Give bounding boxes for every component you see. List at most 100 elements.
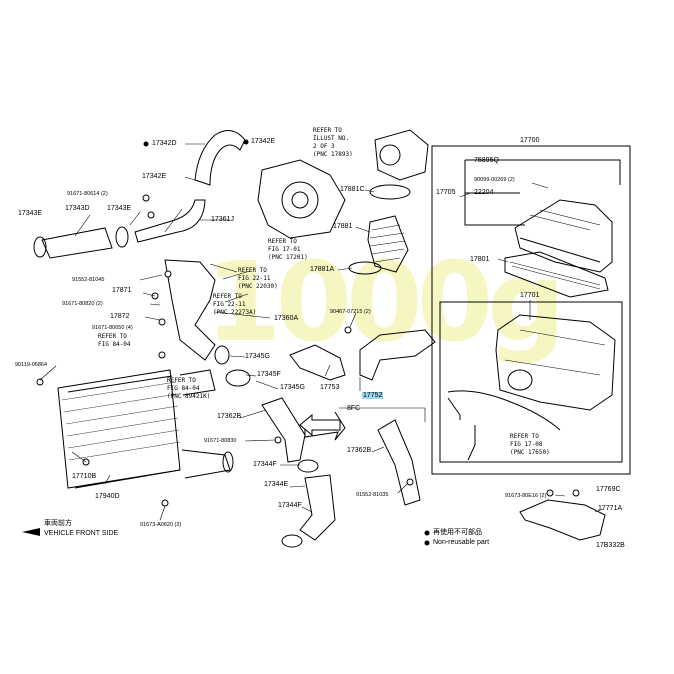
part-label-17342e-top: 17342E: [251, 138, 276, 145]
part-label-17701: 17701: [520, 292, 540, 299]
ref-note-84-04-line: REFER TO: [98, 333, 127, 340]
ref-note-17201-line: (PNC 17201): [268, 254, 308, 261]
part-label-91552-81045: 91552-81045: [72, 277, 105, 283]
case-frame: [439, 301, 623, 463]
intake-duct-17752: [359, 329, 436, 381]
legend-non-reusable-jp: 再使用不可部品: [433, 529, 482, 536]
ref-note-17650-line: REFER TO: [510, 433, 539, 440]
ref-note-17893-line: (PNC 17893): [313, 151, 353, 158]
hose-17344e: [299, 474, 336, 541]
ref-note-17650: REFER TO FIG 17-08 (PNC 17650): [510, 433, 550, 457]
ref-note-89421k-line: (PNC 89421K): [167, 393, 211, 400]
part-label-17752-highlight: 17752: [362, 392, 384, 399]
part-label-90119-06864: 90119-06864: [15, 362, 48, 368]
intercooler: [57, 369, 234, 489]
pipe-17360a: [164, 259, 216, 361]
part-label-17360a: 17360A: [274, 315, 299, 322]
part-label-17700: 17700: [520, 137, 540, 144]
part-label-17881c: 17881C: [340, 186, 365, 193]
part-label-75895q: 75895Q: [474, 157, 499, 164]
part-label-17344e: 17344E: [264, 481, 289, 488]
part-label-17940d: 17940D: [95, 493, 120, 500]
hose-17343d: [41, 227, 113, 259]
part-label-17362b-left: 17362B: [217, 413, 242, 420]
ref-note-17201-line: REFER TO: [268, 238, 297, 245]
ref-note-22273a-line: (PNC 22273A): [213, 309, 257, 316]
part-label-22204: 22204: [474, 189, 494, 196]
ref-note-17650-line: (PNC 17650): [510, 449, 550, 456]
part-label-17881: 17881: [333, 223, 353, 230]
ref-note-89421k: REFER TO FIG 84-04 (PNC 89421K): [167, 377, 210, 401]
hose-17342d: [194, 130, 246, 186]
throttle-body: [374, 129, 429, 181]
part-label-17710b: 17710B: [72, 473, 97, 480]
air-cleaner-case: [495, 314, 616, 411]
part-label-17705: 17705: [436, 189, 456, 196]
part-label-17871: 17871: [112, 287, 132, 294]
hose-17362b-right: [377, 419, 421, 506]
part-label-17343e-mid: 17343E: [107, 205, 132, 212]
turbocharger: [257, 159, 346, 239]
air-filter-element: [504, 251, 609, 298]
part-label-17344f-bottom: 17344F: [278, 502, 302, 509]
part-label-17342d: 17342D: [152, 140, 177, 147]
part-label-91671-80650: 91671-80650 (4): [92, 325, 133, 331]
part-label-17771a: 17771A: [598, 505, 623, 512]
pipe-17361j: [134, 199, 206, 243]
part-label-17343d: 17343D: [65, 205, 90, 212]
air-cleaner-cap: [514, 199, 613, 273]
part-label-17361j: 17361J: [211, 216, 234, 223]
part-label-17342e-mid: 17342E: [142, 173, 167, 180]
diagram-id: 17B332B: [596, 542, 625, 549]
ref-note-84-04: REFER TO FIG 84-04: [98, 333, 131, 349]
part-label-17881a: 17881A: [310, 266, 335, 273]
ref-note-22030-line: (PNC 22030): [238, 283, 278, 290]
ref-note-22030-line: REFER TO: [238, 267, 267, 274]
part-label-91673-80e16: 91673-80E16 (2): [505, 493, 547, 499]
part-label-17345f: 17345F: [257, 371, 281, 378]
ref-note-89421k-line: FIG 84-04: [167, 385, 200, 392]
ref-note-17201-line: FIG 17-01: [268, 246, 301, 253]
ref-note-89421k-line: REFER TO: [167, 377, 196, 384]
part-label-17872: 17872: [110, 313, 130, 320]
part-label-91671-80830: 91671-80830: [204, 438, 237, 444]
ref-note-17201: REFER TO FIG 17-01 (PNC 17201): [268, 238, 308, 262]
part-label-90467-07215: 90467-07215 (2): [330, 309, 371, 315]
ref-note-22273a-line: FIG 22-11: [213, 301, 246, 308]
part-label-91552-81035: 91552-81035: [356, 492, 389, 498]
part-label-17752: 17752: [362, 392, 384, 400]
legend-symbols: [22, 139, 430, 546]
ref-note-17893-line: 2 OF 3: [313, 143, 335, 150]
pipe-17362b: [261, 397, 306, 463]
part-label-17345g-bottom: 17345G: [280, 384, 305, 391]
ref-note-22273a-line: REFER TO: [213, 293, 242, 300]
part-label-91671-80614: 91671-80614 (2): [67, 191, 108, 197]
part-label-17343e-left: 17343E: [18, 210, 43, 217]
part-label-17344f-top: 17344F: [253, 461, 277, 468]
legend-front-en: VEHICLE FRONT SIDE: [44, 530, 119, 537]
part-label-17801: 17801: [470, 256, 490, 263]
ref-note-22273a: REFER TO FIG 22-11 (PNC 22273A): [213, 293, 256, 317]
ref-note-17893: REFER TO ILLUST NO. 2 OF 3 (PNC 17893): [313, 127, 353, 159]
part-label-17769c: 17769C: [596, 486, 621, 493]
legend-front-jp: 車両前方: [44, 520, 72, 527]
part-label-90099-00269: 90099-00269 (2): [474, 177, 515, 183]
part-label-17362b-right: 17362B: [347, 447, 372, 454]
part-label-91673-a0620: 91673-A0620 (2): [140, 522, 182, 528]
part-label-17345g-top: 17345G: [245, 353, 270, 360]
ref-note-22030-line: FIG 22-11: [238, 275, 271, 282]
part-label-17753: 17753: [320, 384, 340, 391]
direction-arrow: [299, 413, 341, 437]
ref-note-17893-line: ILLUST NO.: [313, 135, 350, 142]
legend-non-reusable-en: Non-reusable part: [433, 539, 490, 546]
air-hose-17881: [367, 215, 409, 273]
ref-note-17650-line: FIG 17-08: [510, 441, 543, 448]
ref-note-22030: REFER TO FIG 22-11 (PNC 22030): [238, 267, 278, 291]
ref-note-84-04-line: FIG 84-04: [98, 341, 131, 348]
ref-note-17893-line: REFER TO: [313, 127, 342, 134]
bracket-17771a: [519, 499, 606, 541]
part-label-91671-80820: 91671-80820 (2): [62, 301, 103, 307]
part-label-8fc: 8FC: [347, 405, 361, 412]
